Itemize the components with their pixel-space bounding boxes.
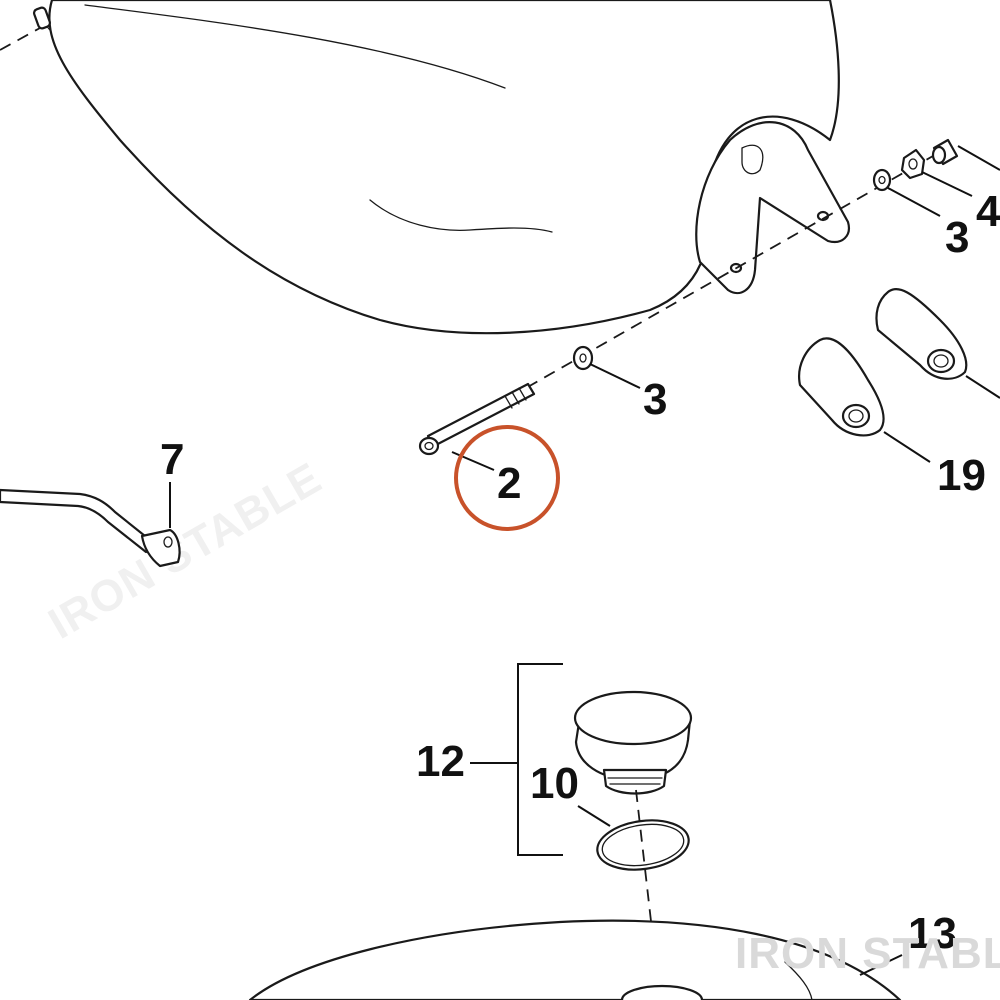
part-4-spacer [931,138,959,166]
callout-4: 4 [976,187,1000,236]
watermark-corner: IRON STABLE [735,929,1000,978]
leader-4 [921,171,973,197]
part-13-tank-top [248,919,902,1000]
callout-2: 2 [497,459,521,508]
assembly-bracket-12 [517,663,563,856]
cap-axis-line [635,789,661,1000]
part-2-bolt [418,382,536,456]
leader-13 [859,954,903,976]
part-12-fuel-cap [573,690,693,795]
callout-3-right: 3 [945,213,969,262]
leader-10 [577,805,611,827]
mount-axis-line [439,151,941,438]
callout-19: 19 [937,451,986,500]
leader-19-top [965,375,1000,399]
callout-13: 13 [908,909,957,958]
leader-2 [451,451,495,471]
part-19-rubber-mount-lower [798,337,885,437]
leader-3a [589,363,641,389]
part-10-gasket [596,819,690,871]
leader-3b [887,187,941,217]
part-4-nut [900,148,926,180]
callout-12: 12 [416,737,465,786]
callout-10: 10 [530,759,579,808]
part-7-vent-hose [0,488,181,568]
left-axis-line [0,27,41,51]
part-3-washer-right [872,168,892,192]
watermark-diagonal: IRON STABLE [41,453,330,648]
callout-7: 7 [160,435,184,484]
fuel-tank [32,0,840,335]
part-19-rubber-mount-upper [875,287,968,380]
highlight-circle [454,425,560,531]
leader-19 [883,431,931,463]
leader-4-top [957,145,1000,171]
callout-3-center: 3 [643,375,667,424]
part-3-washer-center [572,345,594,371]
